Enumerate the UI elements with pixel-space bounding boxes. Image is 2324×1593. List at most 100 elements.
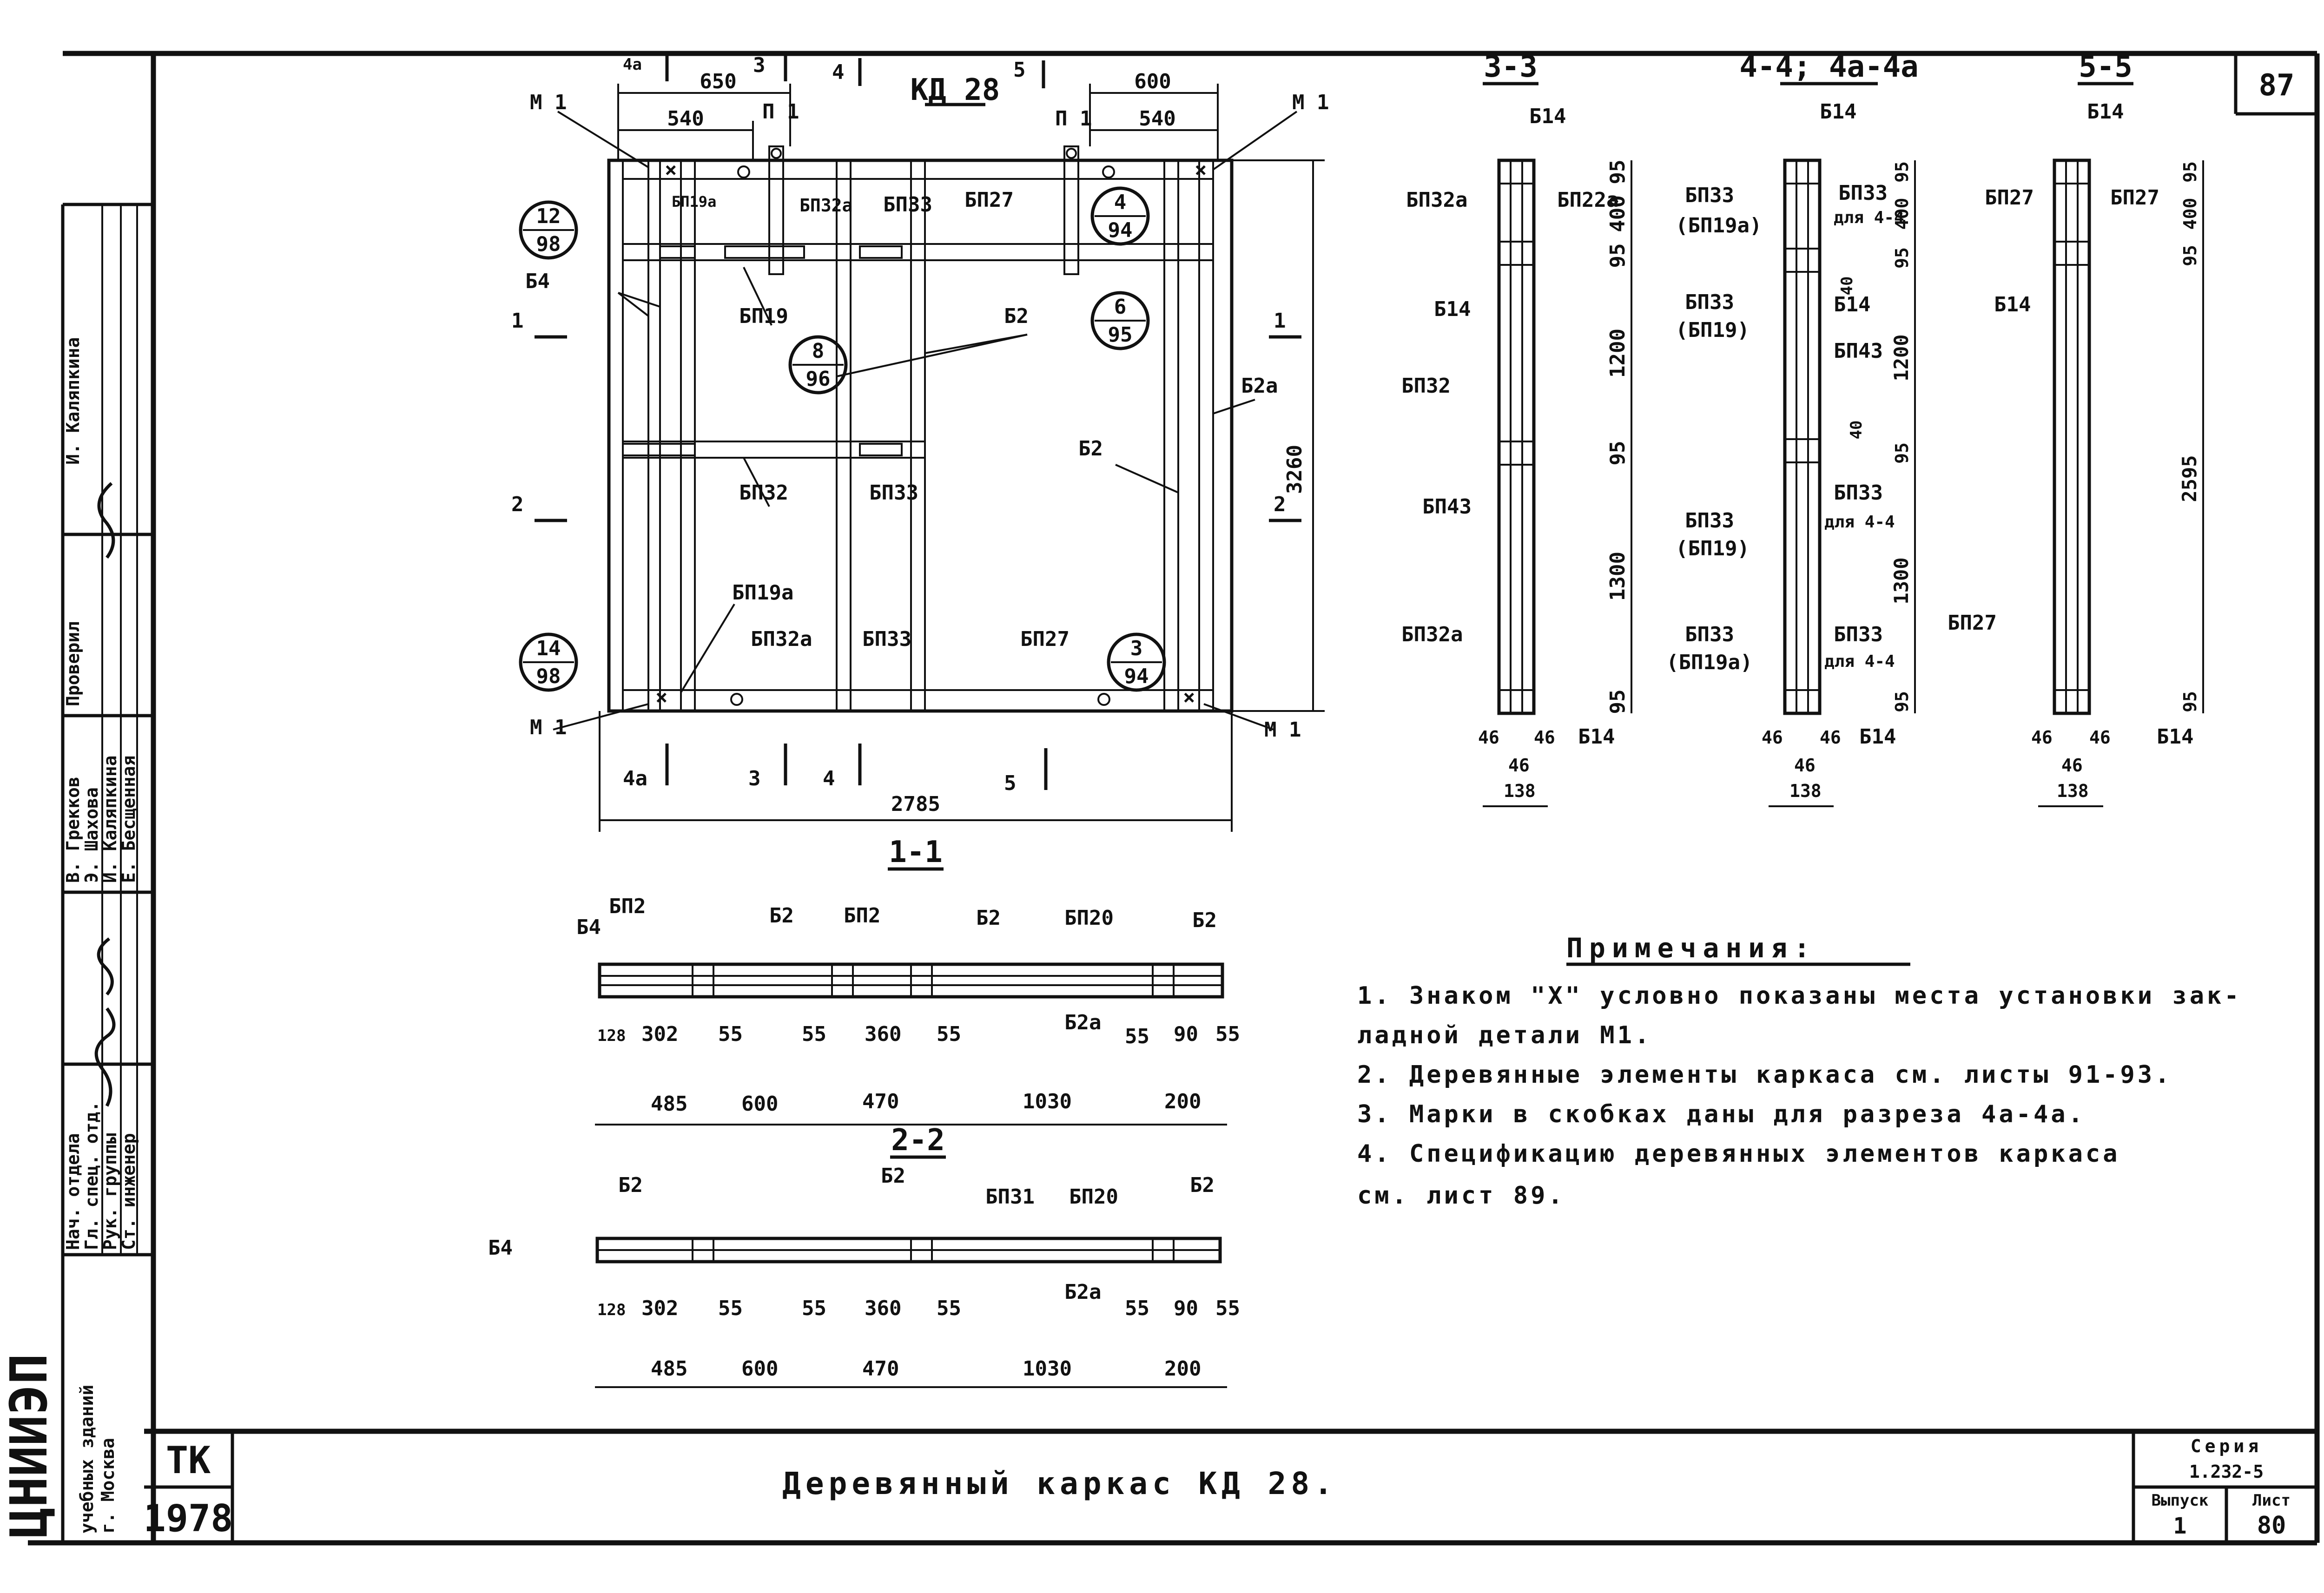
svg-text:4а: 4а xyxy=(623,55,642,74)
svg-text:4: 4 xyxy=(832,60,845,84)
stamp-role-2: Гл. спец. отд. xyxy=(81,1101,102,1250)
svg-text:55: 55 xyxy=(1125,1297,1149,1320)
svg-text:Б4: Б4 xyxy=(488,1236,513,1260)
ref-circle-1: 12 98 xyxy=(519,200,578,260)
svg-text:55: 55 xyxy=(1215,1022,1240,1046)
svg-text:БП27: БП27 xyxy=(1948,611,1997,635)
note-3: 3. Марки в скобках даны для разреза 4а-4… xyxy=(1357,1100,2086,1128)
svg-text:95: 95 xyxy=(1606,160,1630,184)
label-bp33-mid: БП33 xyxy=(869,481,918,505)
svg-text:95: 95 xyxy=(1892,161,1912,183)
title-stamp: ЦНИИЭП учебных зданий г. Москва Нач. отд… xyxy=(0,337,139,1538)
notes-block: Примечания: 1. Знаком "Х" условно показа… xyxy=(1357,932,2242,1210)
svg-text:для 4-4: для 4-4 xyxy=(1824,513,1895,532)
section-4-4-title: 4-4; 4а-4а xyxy=(1739,50,1918,84)
stamp-check-name: И. Каляпкина xyxy=(63,337,83,465)
svg-text:×: × xyxy=(1195,158,1207,182)
svg-text:302: 302 xyxy=(641,1022,678,1046)
svg-text:46: 46 xyxy=(2089,727,2111,748)
svg-text:Б14: Б14 xyxy=(1834,293,1870,316)
svg-text:400: 400 xyxy=(1606,195,1630,232)
svg-text:95: 95 xyxy=(1892,442,1912,464)
svg-text:5: 5 xyxy=(1013,58,1026,82)
note-4a: 4. Спецификацию деревянных элементов кар… xyxy=(1357,1140,2120,1168)
label-bp32: БП32 xyxy=(739,481,788,505)
label-b4: Б4 xyxy=(525,270,550,293)
notes-heading: Примечания: xyxy=(1566,932,1816,964)
svg-text:×: × xyxy=(665,158,677,182)
embedded-part-marks: × × × × xyxy=(655,158,1207,709)
svg-text:Б14: Б14 xyxy=(1859,725,1896,749)
svg-text:(БП19а): (БП19а) xyxy=(1676,214,1762,237)
plate-p1-right xyxy=(1063,145,1079,275)
svg-text:2: 2 xyxy=(1274,493,1286,516)
svg-text:БП22а: БП22а xyxy=(1557,188,1618,212)
svg-text:98: 98 xyxy=(536,665,561,688)
svg-text:40: 40 xyxy=(1847,421,1866,440)
svg-text:3: 3 xyxy=(753,53,766,77)
svg-text:Б14: Б14 xyxy=(1820,100,1856,124)
svg-text:Б14: Б14 xyxy=(2157,725,2193,749)
svg-text:БП27: БП27 xyxy=(2110,186,2159,210)
label-p1-right: П 1 xyxy=(1055,107,1092,131)
svg-text:БП2: БП2 xyxy=(609,895,646,918)
svg-text:БП33: БП33 xyxy=(1685,509,1734,533)
issue-value: 1 xyxy=(2173,1513,2187,1539)
svg-text:360: 360 xyxy=(865,1297,901,1320)
institute-logo: ЦНИИЭП xyxy=(0,1354,59,1538)
svg-text:46: 46 xyxy=(1534,727,1555,748)
label-bp19a-top: БП19а xyxy=(672,193,716,211)
note-1a: 1. Знаком "Х" условно показаны места уст… xyxy=(1357,982,2242,1010)
label-bp27-top: БП27 xyxy=(964,188,1014,212)
svg-text:95: 95 xyxy=(2180,691,2200,712)
svg-text:55: 55 xyxy=(937,1022,961,1046)
svg-text:95: 95 xyxy=(2180,245,2200,266)
svg-text:Б2: Б2 xyxy=(1190,1173,1215,1197)
svg-text:12: 12 xyxy=(536,204,561,228)
svg-text:98: 98 xyxy=(536,232,561,256)
svg-text:БП32а: БП32а xyxy=(1401,623,1463,646)
svg-text:4: 4 xyxy=(823,767,835,790)
dim-height-3260: 3260 xyxy=(1283,445,1307,494)
stamp-name-1: В. Грекков xyxy=(63,777,83,883)
signature-2 xyxy=(97,937,114,996)
svg-text:94: 94 xyxy=(1124,665,1149,688)
section-5-5-title: 5-5 xyxy=(2079,50,2133,84)
label-b2-mid: Б2 xyxy=(1078,437,1103,461)
cut-markers: 1 1 2 2 4а 4а 3 3 4 4 5 5 xyxy=(511,53,1301,795)
elevation-title: КД 28 xyxy=(911,73,1000,107)
doc-code: ТК xyxy=(166,1439,211,1482)
svg-text:2595: 2595 xyxy=(2178,455,2201,502)
svg-text:Б14: Б14 xyxy=(1529,105,1566,128)
svg-text:для 4-4: для 4-4 xyxy=(1834,208,1904,227)
label-bp19a: БП19а xyxy=(732,581,793,605)
svg-text:2: 2 xyxy=(511,493,524,516)
svg-text:(БП19а): (БП19а) xyxy=(1666,651,1752,674)
svg-text:40: 40 xyxy=(1838,276,1856,296)
section-5-5: 5-5 Б14 БП27 БП27 Б14 БП27 Б14 95 400 95… xyxy=(1948,50,2204,807)
ref-circle-3: 6 95 xyxy=(1090,291,1150,350)
svg-text:46: 46 xyxy=(2031,727,2053,748)
svg-text:5: 5 xyxy=(1004,771,1017,795)
svg-text:55: 55 xyxy=(1125,1025,1149,1048)
svg-text:1030: 1030 xyxy=(1023,1357,1072,1381)
label-bp32a-top: БП32а xyxy=(799,195,852,216)
svg-text:БП33: БП33 xyxy=(1685,290,1734,314)
svg-text:1200: 1200 xyxy=(1890,334,1913,381)
svg-text:470: 470 xyxy=(862,1357,899,1381)
stamp-role-4: Ст. инженер xyxy=(119,1133,139,1250)
svg-text:360: 360 xyxy=(865,1022,901,1046)
label-b2-top: Б2 xyxy=(1004,304,1029,328)
ref-circle-4: 8 96 xyxy=(788,335,848,395)
sheet-label: Лист xyxy=(2252,1491,2291,1510)
signature-3 xyxy=(97,482,115,559)
svg-text:46: 46 xyxy=(2061,755,2083,776)
svg-text:×: × xyxy=(1183,685,1195,709)
svg-text:200: 200 xyxy=(1164,1357,1201,1381)
svg-text:400: 400 xyxy=(2180,198,2200,230)
svg-text:БП33: БП33 xyxy=(1834,623,1883,646)
svg-text:3: 3 xyxy=(1130,637,1143,660)
svg-text:3: 3 xyxy=(748,767,761,790)
svg-text:БП20: БП20 xyxy=(1069,1185,1118,1209)
